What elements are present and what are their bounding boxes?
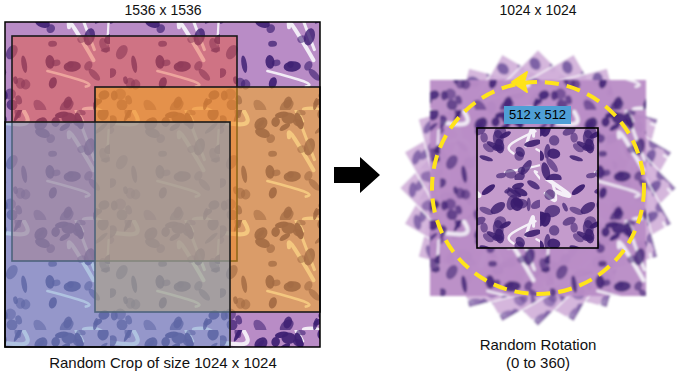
step-caption: Random Crop of size 1024 x 1024	[13, 354, 313, 372]
size-heading: 1024 x 1024	[392, 2, 684, 19]
rotated-crop	[404, 54, 672, 322]
image-panel: 1536 x 1536Random Crop of size 1024 x 10…	[4, 0, 322, 376]
center-crop	[477, 128, 598, 248]
rotation-arrowhead	[512, 72, 527, 92]
rotated-crop	[404, 54, 672, 322]
source-image	[5, 22, 320, 347]
size-label: 512 x 512	[504, 106, 571, 124]
crop-window	[5, 122, 230, 347]
rotated-crop	[418, 68, 658, 308]
size-heading: 1536 x 1536	[4, 2, 322, 19]
size-text: 512 x 512	[509, 107, 566, 123]
rotated-crop	[418, 68, 658, 308]
rotated-crop	[399, 49, 676, 326]
image-border	[5, 22, 320, 347]
rotation-circle	[432, 82, 644, 294]
base-crop	[430, 80, 646, 296]
rotated-copies	[399, 49, 676, 326]
step-caption: Random Rotation (0 to 360)	[476, 336, 601, 372]
flow-arrow	[334, 157, 380, 193]
image-panel: 1024 x 1024Random Rotation (0 to 360) 512…	[392, 0, 684, 376]
